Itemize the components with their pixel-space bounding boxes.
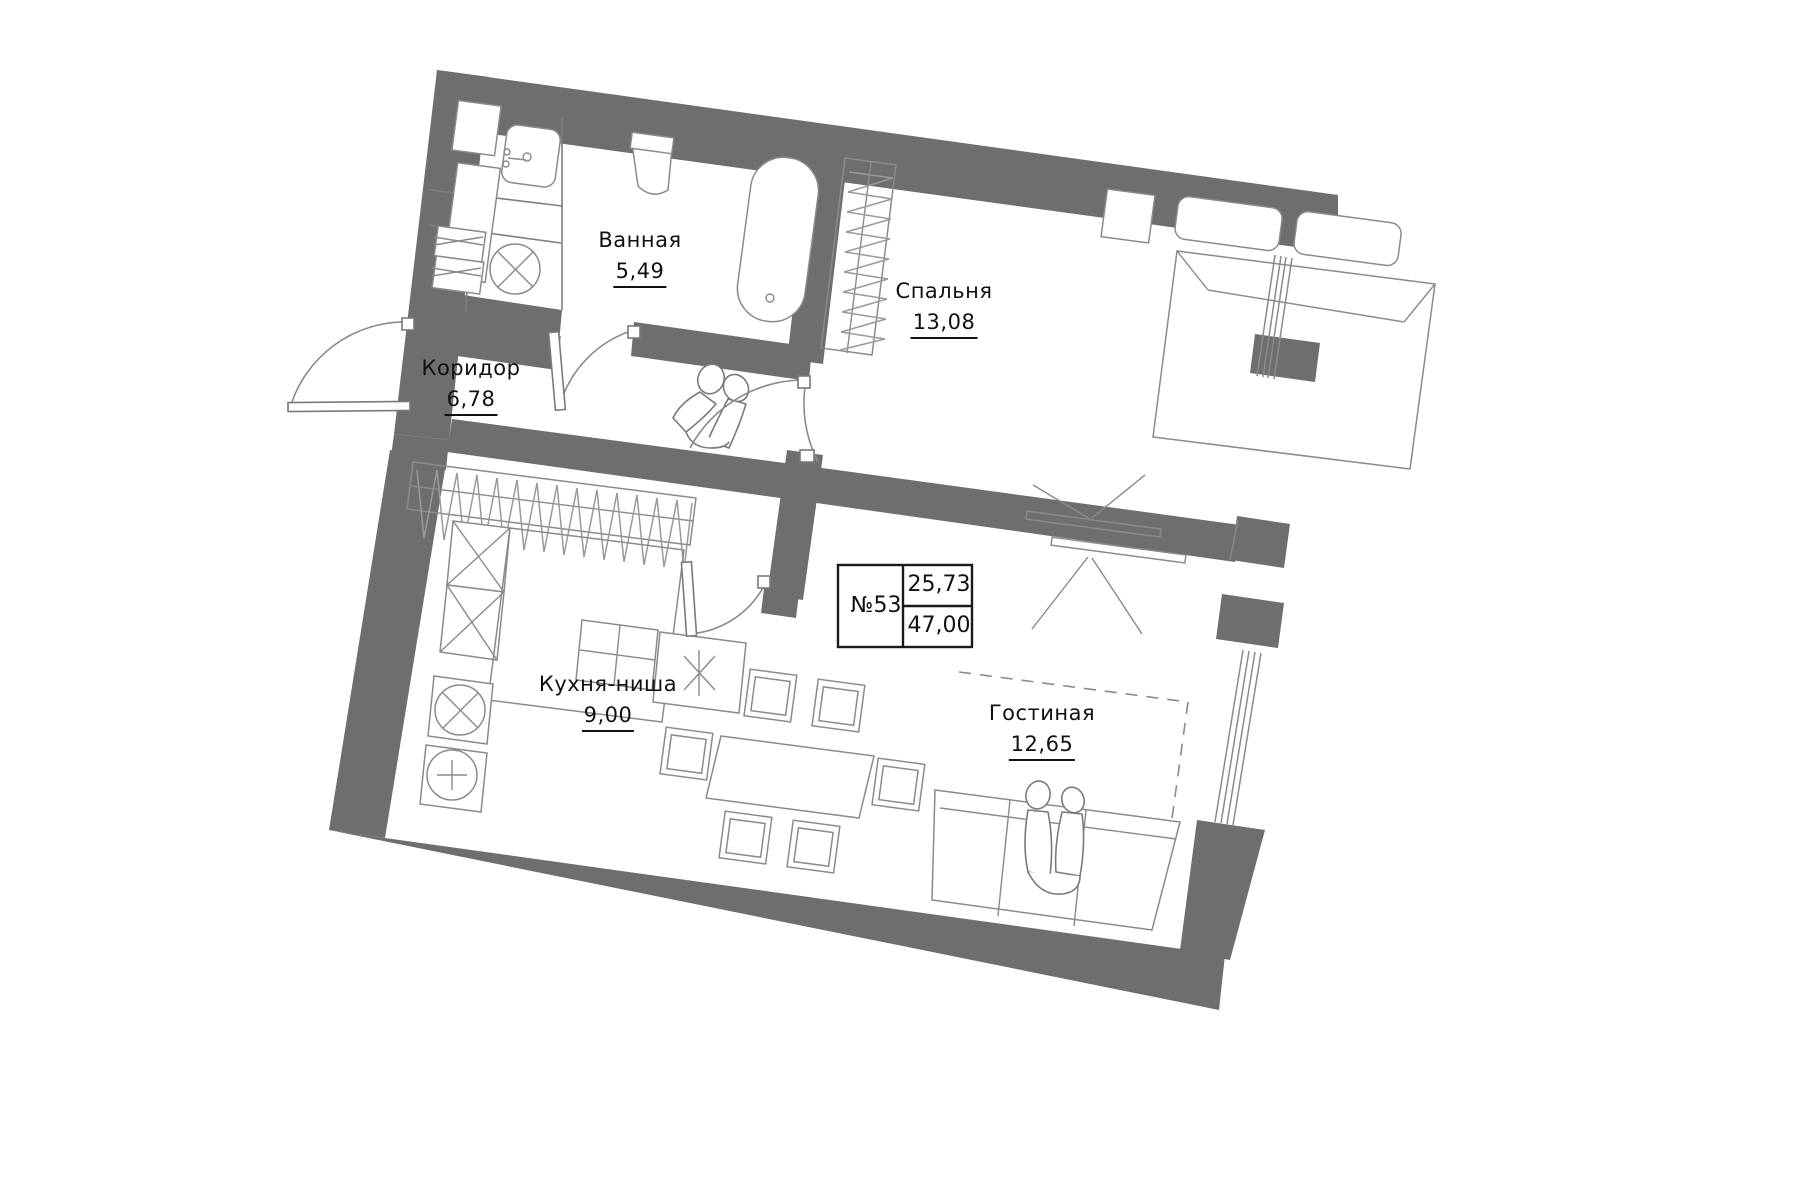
toilet-icon [629, 131, 675, 195]
wall-bath-door-left [443, 320, 560, 370]
room-name: Коридор [421, 356, 521, 380]
room-name: Спальня [895, 279, 993, 303]
wall-right-mid-block-b [1231, 516, 1290, 568]
wall-right-mid-block-c [1216, 594, 1284, 648]
room-label-corridor: Коридор 6,78 [421, 356, 521, 417]
wall-center-vertical [767, 450, 823, 600]
room-label-kitchen: Кухня-ниша 9,00 [538, 672, 678, 733]
dining-chair-icon [718, 810, 773, 865]
pillow-icon [1174, 195, 1283, 252]
sliding-door-icon [1025, 474, 1187, 635]
kitchen-sink-icon [575, 619, 659, 691]
apartment-number: №53 [850, 593, 902, 618]
wall-kitchen-top [447, 419, 800, 500]
wall-kitchen-door-jamb [761, 580, 800, 618]
dining-chairs-group [659, 668, 926, 874]
sink-icon [501, 124, 561, 188]
bathtub-icon [736, 156, 820, 323]
dining-chair-icon [659, 726, 714, 781]
apartment-info-text: №53 25,73 47,00 [838, 565, 972, 647]
room-area: 9,00 [581, 701, 635, 733]
room-label-livingroom: Гостиная 12,65 [988, 701, 1096, 762]
living-floor-line-a [1229, 519, 1239, 561]
dining-table-icon [705, 735, 875, 819]
bedroom-furniture [820, 157, 1436, 470]
apartment-living-area: 25,73 [907, 572, 971, 597]
kitchen-door-icon [680, 560, 771, 638]
room-area: 13,08 [910, 308, 978, 340]
bed-blanket-fold [1176, 250, 1436, 323]
wall-cabinet-icon [451, 99, 502, 157]
room-name: Кухня-ниша [538, 672, 678, 696]
window-bedroom-icon [1256, 254, 1293, 380]
bathroom-fixtures [431, 99, 820, 323]
wall-bathroom-bottom [427, 290, 562, 343]
room-area: 6,78 [444, 385, 498, 417]
apartment-total-area: 47,00 [907, 613, 971, 638]
kitchen-counter-icon [487, 527, 685, 723]
person-figure-icon [1024, 780, 1086, 895]
livingroom-furniture [931, 671, 1189, 931]
bathroom-door-icon [547, 325, 641, 412]
cabinet-hatch-icon [416, 469, 693, 571]
room-label-bedroom: Спальня 13,08 [895, 279, 993, 340]
entry-door-icon [287, 317, 415, 413]
wall-right-bottom-block [1180, 820, 1265, 960]
dining-chair-icon [871, 757, 926, 812]
dining-chair-icon [786, 819, 841, 874]
wall-bath-corridor [631, 322, 812, 381]
wall-kitchen-right [795, 465, 1240, 562]
dining-chair-icon [743, 668, 798, 723]
nightstand-icon [1100, 188, 1156, 244]
dining-chair-icon [811, 678, 866, 733]
apartment-info-box [836, 563, 974, 649]
pillow-icon [1293, 210, 1402, 267]
wardrobe-icon [820, 157, 897, 356]
wall-bottom-outer [329, 830, 1225, 1010]
windows-group [1025, 254, 1293, 826]
cooktop-icon [652, 631, 747, 714]
room-name: Ванная [598, 228, 682, 252]
bedroom-door-icon [689, 375, 819, 463]
kitchen-upper-cabinet-icon [406, 461, 697, 571]
room-label-bathroom: Ванная 5,49 [598, 228, 682, 289]
floor-appliance-icon [419, 675, 494, 813]
washing-machine-icon [431, 225, 487, 295]
person-figure-icon [672, 363, 750, 449]
pantry-cabinet-icon [439, 520, 511, 661]
room-area: 12,65 [1008, 730, 1076, 762]
bed-icon [1152, 250, 1436, 470]
doors-group [287, 317, 819, 638]
window-livingroom-icon [1214, 649, 1262, 826]
room-name: Гостиная [988, 701, 1096, 725]
kitchen-furniture [406, 461, 926, 874]
room-area: 5,49 [613, 257, 667, 289]
wardrobe-hangers-icon [839, 171, 894, 351]
round-basin-icon [489, 243, 541, 295]
wall-left-lower [329, 450, 447, 838]
wall-right-mid-block-a [1250, 334, 1320, 382]
wall-bath-bedroom [787, 150, 848, 364]
